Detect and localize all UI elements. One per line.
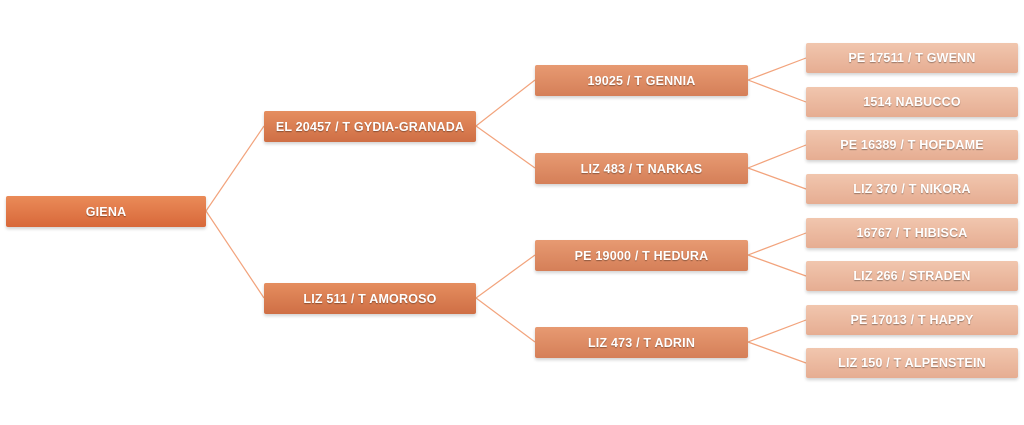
dam-dam-node: LIZ 473 / T ADRIN	[535, 327, 748, 358]
sire-sire-node: 19025 / T GENNIA	[535, 65, 748, 96]
connector-line	[475, 125, 536, 169]
connector-line	[747, 254, 807, 277]
great-grandparent-node: LIZ 150 / T ALPENSTEIN	[806, 348, 1018, 378]
sire-node: EL 20457 / T GYDIA-GRANADA	[264, 111, 476, 142]
great-grandparent-node: LIZ 370 / T NIKORA	[806, 174, 1018, 204]
connector-line	[475, 79, 536, 127]
connector-line	[747, 144, 807, 169]
connector-line	[475, 254, 536, 299]
connector-line	[747, 341, 807, 364]
connector-line	[747, 167, 807, 190]
great-grandparent-node: PE 16389 / T HOFDAME	[806, 130, 1018, 160]
connector-line	[205, 210, 265, 299]
great-grandparent-node: LIZ 266 / STRADEN	[806, 261, 1018, 291]
connector-line	[747, 319, 807, 343]
connector-line	[747, 232, 807, 256]
dam-node: LIZ 511 / T AMOROSO	[264, 283, 476, 314]
connector-line	[475, 297, 536, 343]
great-grandparent-node: 1514 NABUCCO	[806, 87, 1018, 117]
great-grandparent-node: 16767 / T HIBISCA	[806, 218, 1018, 248]
connector-line	[205, 125, 265, 212]
great-grandparent-node: PE 17013 / T HAPPY	[806, 305, 1018, 335]
connector-line	[747, 79, 807, 103]
great-grandparent-node: PE 17511 / T GWENN	[806, 43, 1018, 73]
connector-line	[747, 57, 807, 81]
sire-dam-node: LIZ 483 / T NARKAS	[535, 153, 748, 184]
dam-sire-node: PE 19000 / T HEDURA	[535, 240, 748, 271]
subject-node: GIENA	[6, 196, 206, 227]
